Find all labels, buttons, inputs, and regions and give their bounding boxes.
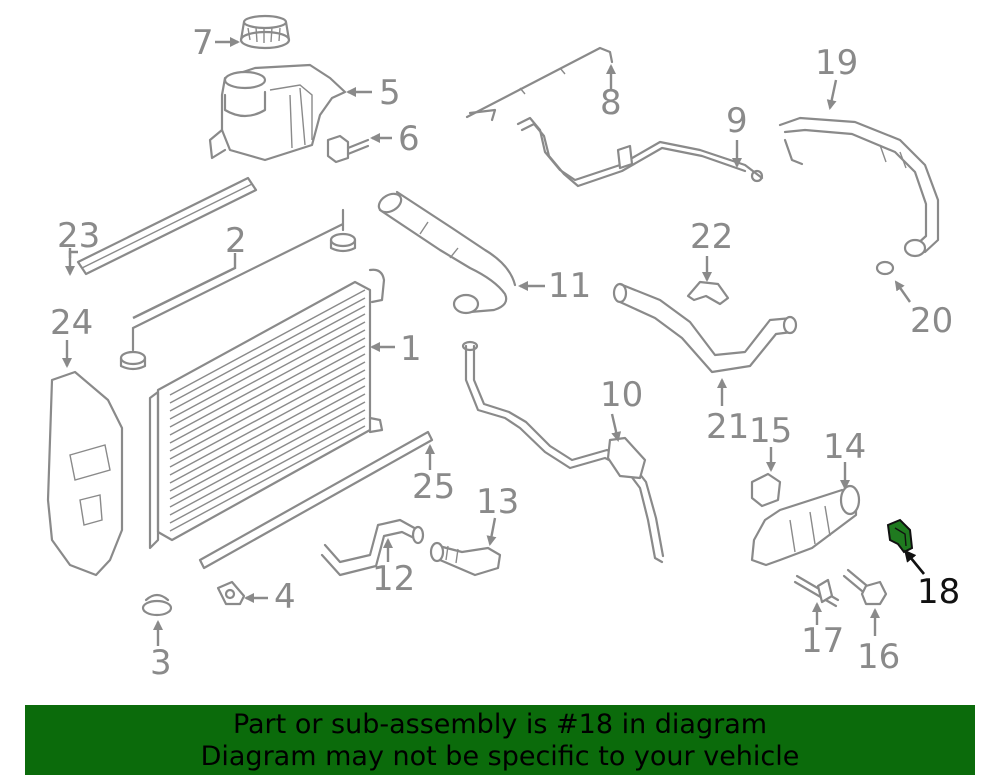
- callout-19: 19: [815, 43, 858, 83]
- callout-14: 14: [823, 427, 866, 467]
- part-16-bolt[interactable]: [842, 568, 888, 606]
- callout-4: 4: [274, 577, 296, 617]
- callout-9: 9: [726, 101, 748, 141]
- callout-7: 7: [192, 23, 214, 63]
- part-24-air-deflector[interactable]: [46, 370, 124, 577]
- callout-3: 3: [150, 643, 172, 683]
- callout-2: 2: [225, 221, 247, 261]
- callout-16: 16: [857, 637, 900, 677]
- callout-20: 20: [910, 301, 953, 341]
- callout-22: 22: [690, 217, 733, 257]
- banner-line-2: Diagram may not be specific to your vehi…: [200, 741, 800, 772]
- part-23-seal-strip[interactable]: [76, 176, 258, 276]
- part-7-reservoir-cap[interactable]: [239, 14, 291, 50]
- info-banner: Part or sub-assembly is #18 in diagram D…: [25, 705, 975, 775]
- callout-5: 5: [379, 73, 401, 113]
- callout-18: 18: [917, 572, 960, 612]
- callout-8: 8: [600, 83, 622, 123]
- part-3-grommet[interactable]: [141, 593, 173, 617]
- part-22-bracket[interactable]: [686, 280, 730, 306]
- callout-11: 11: [548, 266, 591, 306]
- part-1-radiator[interactable]: [148, 268, 386, 550]
- leader-lines: [62, 37, 926, 646]
- part-5-coolant-reservoir[interactable]: [208, 63, 347, 162]
- part-2-radiator-mounts[interactable]: [119, 208, 357, 371]
- part-17-stud[interactable]: [793, 574, 840, 608]
- callout-25: 25: [412, 467, 455, 507]
- callout-12: 12: [372, 559, 415, 599]
- part-10-hose-assembly[interactable]: [461, 340, 665, 564]
- part-14-thermostat-housing[interactable]: [750, 484, 861, 567]
- part-20-o-ring[interactable]: [875, 260, 895, 276]
- callout-6: 6: [398, 119, 420, 159]
- part-9-tube[interactable]: [516, 116, 764, 188]
- part-19-hose[interactable]: [778, 116, 940, 258]
- callout-17: 17: [801, 621, 844, 661]
- part-21-hose[interactable]: [612, 282, 798, 374]
- callout-21: 21: [706, 407, 749, 447]
- part-25-seal-strip[interactable]: [198, 430, 434, 570]
- callout-15: 15: [749, 411, 792, 451]
- part-6-bolt[interactable]: [326, 134, 370, 164]
- part-11-upper-hose[interactable]: [376, 190, 517, 315]
- part-15-gasket[interactable]: [750, 472, 782, 508]
- callout-23: 23: [57, 216, 100, 256]
- parts-diagram: 1 2 3 4 5 6 7 8 9 10 11 12 13 14 15 16 1…: [46, 14, 960, 683]
- part-4-bracket[interactable]: [216, 580, 246, 606]
- part-12-hose[interactable]: [320, 518, 425, 577]
- callout-1: 1: [400, 329, 422, 369]
- banner-line-1: Part or sub-assembly is #18 in diagram: [232, 709, 768, 740]
- callout-10: 10: [600, 375, 643, 415]
- part-8-wire-harness[interactable]: [465, 46, 614, 122]
- part-13-hose[interactable]: [429, 541, 502, 577]
- callout-24: 24: [50, 303, 93, 343]
- part-18-highlighted[interactable]: [886, 518, 914, 554]
- callout-13: 13: [476, 482, 519, 522]
